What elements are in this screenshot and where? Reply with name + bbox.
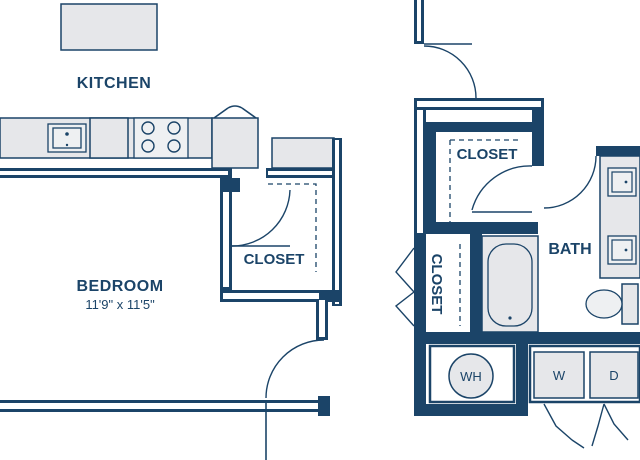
bedroom-entry-door-swing bbox=[265, 339, 325, 399]
burner-icon bbox=[167, 121, 181, 135]
pantry-door-swing bbox=[227, 105, 243, 109]
kitchen-range bbox=[133, 117, 189, 159]
kitchen-island bbox=[60, 3, 158, 51]
upper-closet-bottom bbox=[426, 222, 538, 234]
kitchen-area: KITCHEN bbox=[0, 3, 335, 169]
closet-wall-top-stub bbox=[220, 178, 240, 192]
wall-bedroom-top-inner-right bbox=[268, 171, 338, 175]
kitchen-label: KITCHEN bbox=[77, 75, 152, 92]
wall-right-main-inner bbox=[417, 101, 423, 233]
bedroom-closet-label: CLOSET bbox=[244, 251, 305, 268]
vanity-sink-basin bbox=[611, 239, 633, 261]
hall-closet-wall-right bbox=[470, 234, 482, 344]
pantry-cabinet bbox=[211, 117, 259, 169]
washer bbox=[533, 351, 585, 399]
burner-icon bbox=[167, 139, 181, 153]
vanity-sink bbox=[607, 167, 637, 197]
upper-closet-door-swing bbox=[471, 165, 533, 211]
hall-closet-bifold-door bbox=[395, 247, 415, 293]
laundry-bifold-door bbox=[603, 403, 629, 441]
upper-closet-right bbox=[532, 110, 544, 166]
faucet-icon bbox=[65, 132, 69, 136]
closet-wall-right-short-inner bbox=[319, 300, 325, 337]
wall-bedroom-bottom-inner bbox=[0, 403, 324, 409]
vanity-faucet-icon bbox=[624, 248, 628, 252]
bath-door-swing bbox=[543, 155, 597, 209]
closet-wall-bottom-inner bbox=[223, 293, 319, 299]
bath-wall-bottom bbox=[470, 332, 640, 344]
water-heater-label: WH bbox=[460, 369, 482, 384]
washer-label: W bbox=[553, 368, 566, 383]
bedroom-closet-shelf bbox=[268, 183, 317, 272]
vanity-sink-basin bbox=[611, 171, 633, 193]
upper-closet-shelf bbox=[449, 139, 522, 222]
upper-closet-inner-top bbox=[426, 122, 532, 132]
bath-label: BATH bbox=[548, 241, 591, 258]
wall-bedroom-bottom-end bbox=[318, 396, 330, 416]
bedroom-label: BEDROOM bbox=[76, 278, 163, 295]
upper-closet-inner-left bbox=[426, 122, 436, 232]
wall-right-top-stub-inner bbox=[417, 0, 421, 41]
walls-left bbox=[0, 138, 342, 416]
burner-icon bbox=[141, 139, 155, 153]
hall-closet-label: CLOSET bbox=[428, 254, 445, 315]
kitchen-sink bbox=[47, 123, 87, 153]
wall-bedroom-top-inner bbox=[0, 171, 228, 175]
dryer-label: D bbox=[609, 368, 618, 383]
tub-drain-icon bbox=[508, 316, 512, 320]
water-heater bbox=[448, 353, 494, 399]
hall-closet-wall-left bbox=[414, 234, 426, 332]
utility-wall-mid bbox=[516, 344, 528, 410]
toilet-tank bbox=[621, 283, 639, 325]
upper-closet-top-wall-inner bbox=[417, 101, 541, 107]
laundry-bifold-door bbox=[591, 403, 605, 447]
dryer bbox=[589, 351, 639, 399]
dishwasher bbox=[89, 117, 129, 159]
upper-closet-label: CLOSET bbox=[457, 146, 518, 163]
toilet-bowl bbox=[585, 289, 623, 319]
bath-wall-top bbox=[596, 146, 640, 156]
laundry-bifold-door bbox=[543, 403, 585, 449]
bathtub-basin bbox=[487, 243, 533, 327]
hall-closet-bifold-door bbox=[394, 291, 415, 327]
utility-wall-bottom-left bbox=[414, 404, 528, 416]
vanity-sink bbox=[607, 235, 637, 265]
kitchen-counter-right bbox=[271, 137, 335, 169]
closet-wall-left-inner bbox=[223, 192, 229, 287]
vanity-faucet-icon bbox=[624, 180, 628, 184]
unit-entry-door-swing bbox=[423, 45, 477, 99]
burner-icon bbox=[141, 121, 155, 135]
hall-closet-wall-bottom bbox=[414, 332, 482, 344]
drain-icon bbox=[65, 143, 69, 147]
wall-right-vertical-inner bbox=[335, 140, 339, 304]
sink-basin bbox=[52, 127, 82, 149]
pantry-door-leaf bbox=[213, 107, 229, 119]
bedroom-dimensions: 11'9" x 11'5" bbox=[85, 297, 155, 312]
walls-right bbox=[414, 0, 640, 416]
bedroom-closet-door-swing bbox=[231, 189, 291, 247]
pantry-door-leaf bbox=[241, 107, 257, 119]
